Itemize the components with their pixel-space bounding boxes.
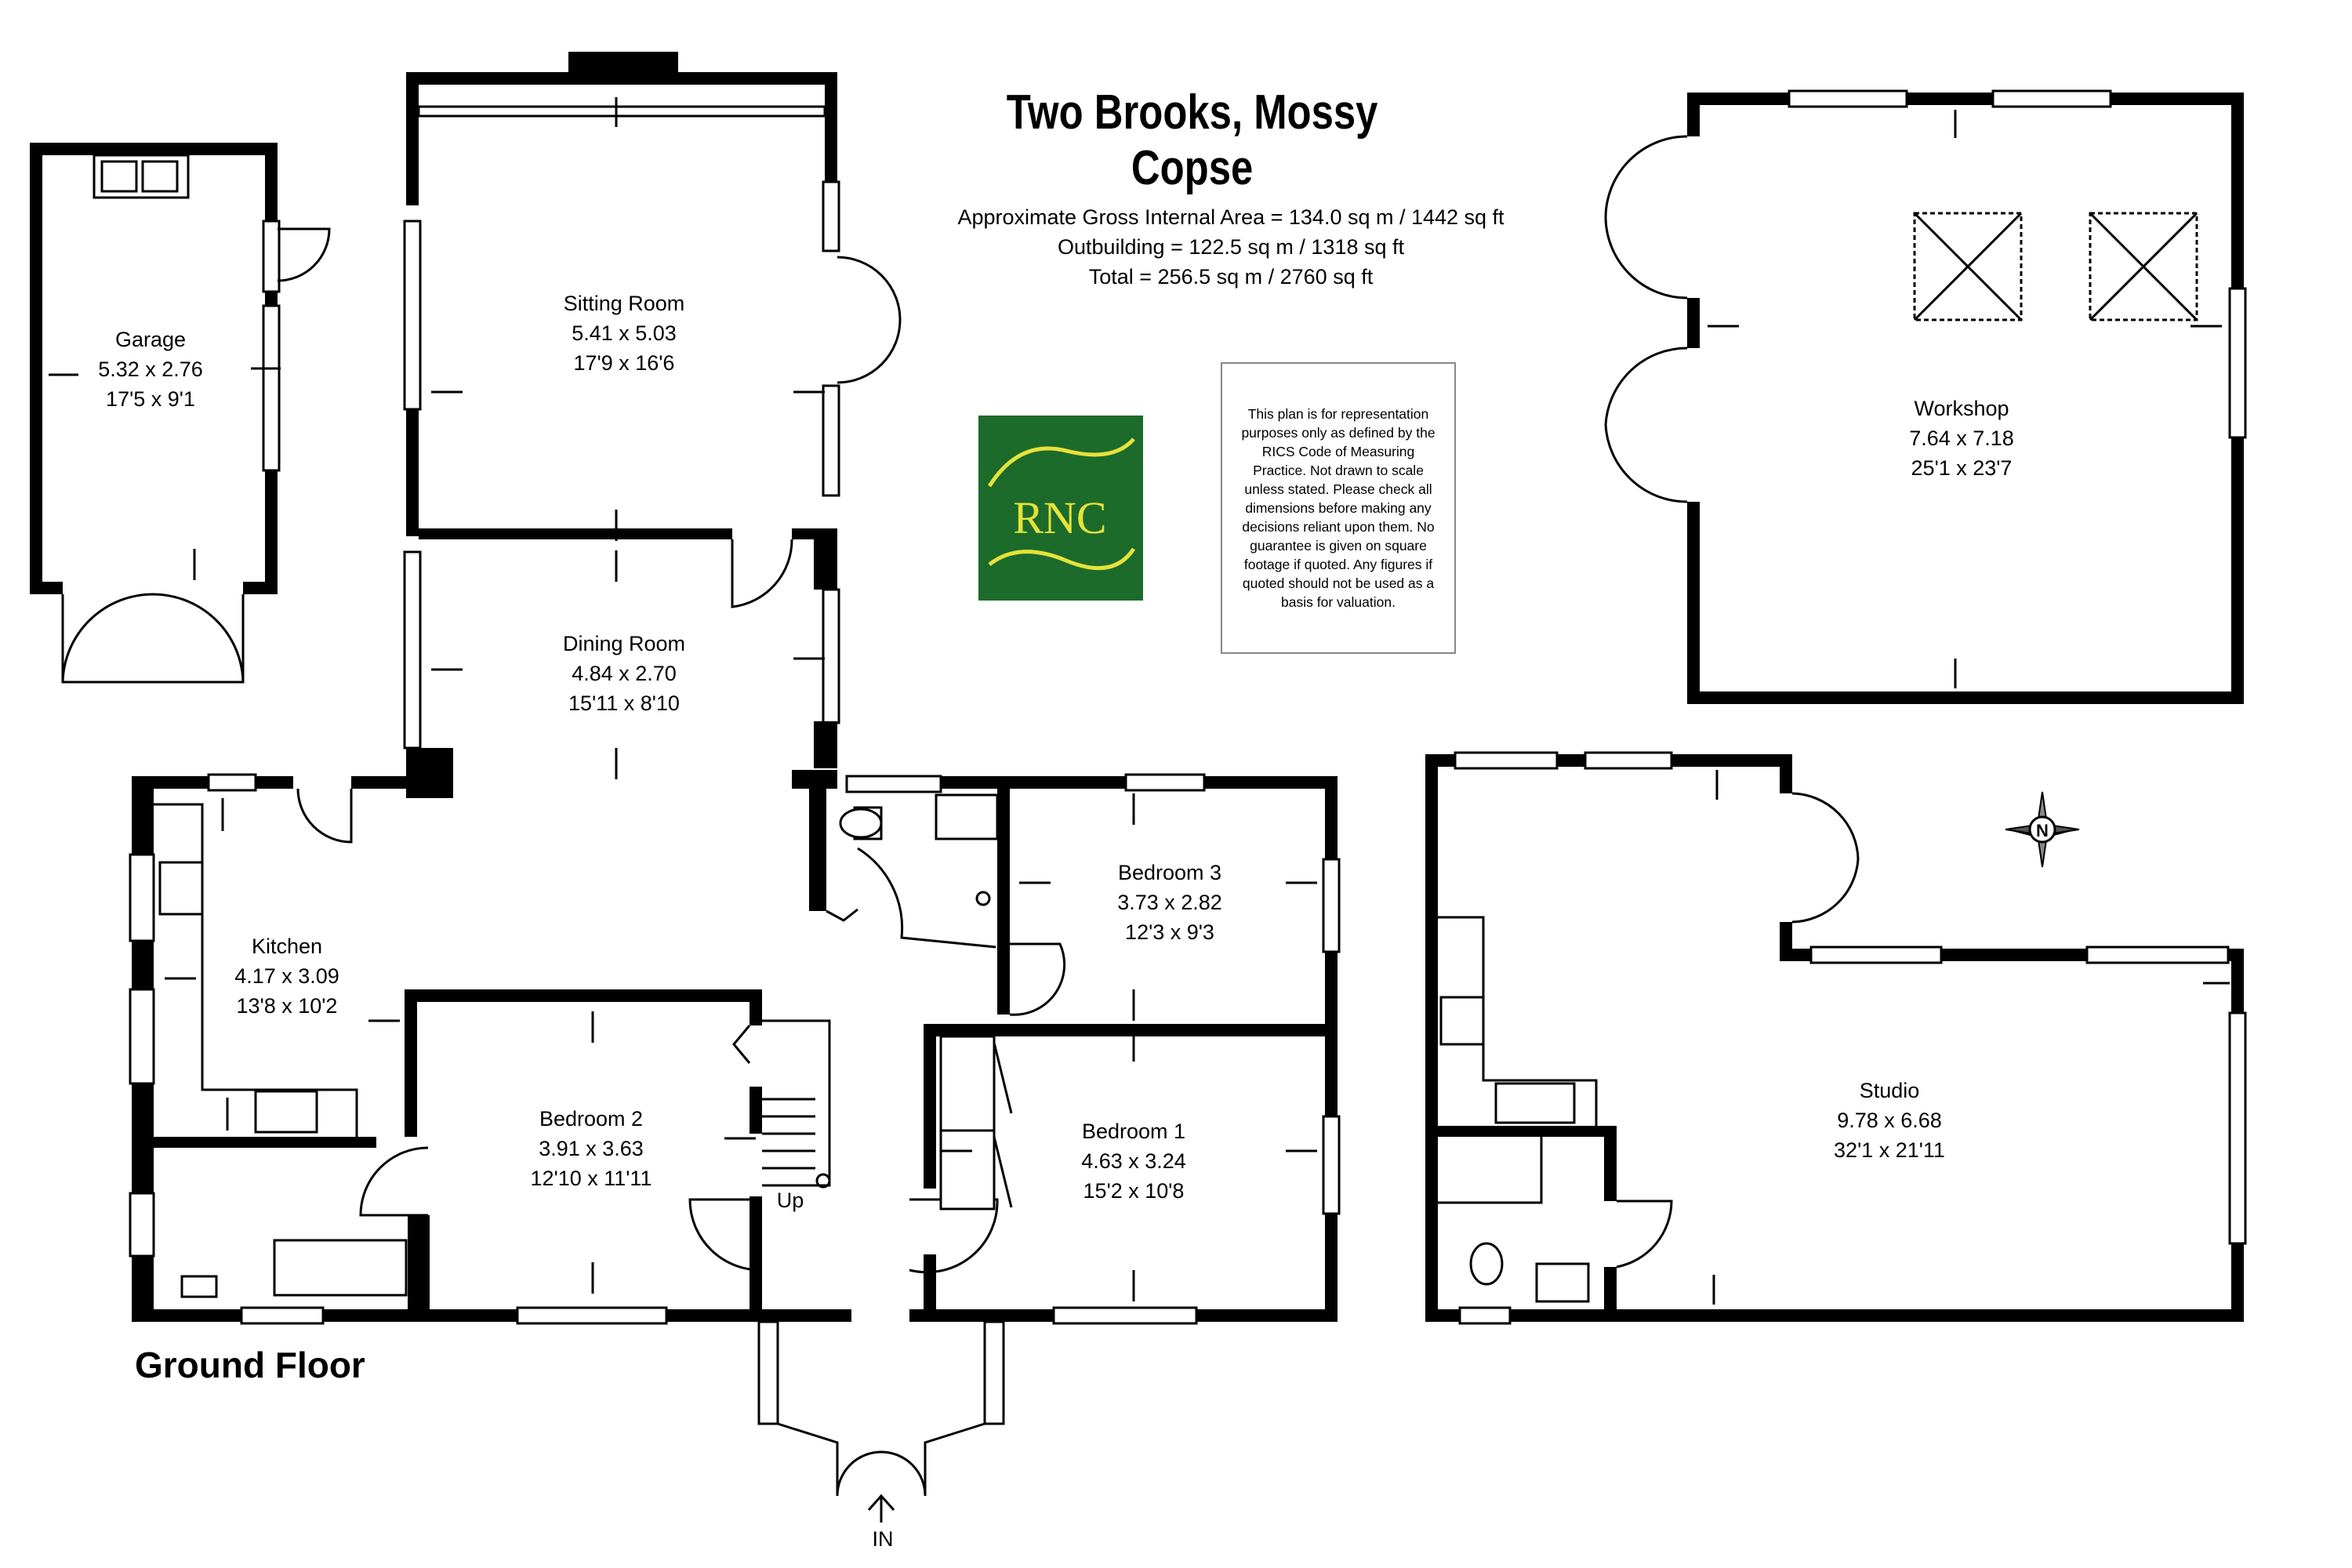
stairs-up-label: Up xyxy=(777,1189,804,1212)
bedroom1-imperial: 15'2 x 10'8 xyxy=(1083,1179,1185,1203)
studio-outline xyxy=(1425,751,2247,1325)
sitting-room-metric: 5.41 x 5.03 xyxy=(572,321,677,345)
compass-rose-icon: N xyxy=(2005,791,2080,868)
dining-room-imperial: 15'11 x 8'10 xyxy=(568,691,680,715)
area-gross-internal: Approximate Gross Internal Area = 134.0 … xyxy=(957,205,1504,229)
entrance-label: IN xyxy=(873,1527,894,1551)
area-outbuilding: Outbuilding = 122.5 sq m / 1318 sq ft xyxy=(1057,235,1405,259)
studio-imperial: 32'1 x 21'11 xyxy=(1834,1138,1945,1162)
rnc-logo: RNC xyxy=(978,416,1143,601)
bedroom1-metric: 4.63 x 3.24 xyxy=(1081,1149,1186,1173)
plan-title: Two Brooks, Mossy Copse xyxy=(1006,85,1378,195)
bedroom3-name: Bedroom 3 xyxy=(1118,861,1221,884)
sitting-room-name: Sitting Room xyxy=(564,292,685,315)
sitting-room-imperial: 17'9 x 16'6 xyxy=(574,351,675,375)
bedroom3-metric: 3.73 x 2.82 xyxy=(1117,891,1222,914)
kitchen-imperial: 13'8 x 10'2 xyxy=(237,994,338,1018)
room-labels: Garage 5.32 x 2.76 17'5 x 9'1 Sitting Ro… xyxy=(98,292,2014,1551)
bedroom2-name: Bedroom 2 xyxy=(539,1107,643,1131)
bedroom1-name: Bedroom 1 xyxy=(1082,1120,1185,1143)
kitchen-name: Kitchen xyxy=(252,935,322,958)
compass-north-label: N xyxy=(2036,821,2049,840)
dining-room-name: Dining Room xyxy=(563,632,685,655)
workshop-imperial: 25'1 x 23'7 xyxy=(1911,456,2013,480)
garage-name: Garage xyxy=(115,328,186,351)
bedroom3-imperial: 12'3 x 9'3 xyxy=(1125,920,1214,944)
area-summary: Approximate Gross Internal Area = 134.0 … xyxy=(902,202,1560,292)
garage-imperial: 17'5 x 9'1 xyxy=(106,387,195,411)
bedroom2-imperial: 12'10 x 11'11 xyxy=(531,1167,652,1190)
garage-outline xyxy=(30,143,331,684)
area-total: Total = 256.5 sq m / 2760 sq ft xyxy=(1088,265,1374,289)
dining-room-metric: 4.84 x 2.70 xyxy=(572,662,677,685)
floor-label: Ground Floor xyxy=(135,1345,365,1385)
house-outline xyxy=(129,52,1341,1523)
workshop-name: Workshop xyxy=(1914,397,2009,420)
garage-metric: 5.32 x 2.76 xyxy=(98,358,203,381)
bedroom2-metric: 3.91 x 3.63 xyxy=(539,1137,644,1160)
workshop-metric: 7.64 x 7.18 xyxy=(1909,426,2014,450)
studio-name: Studio xyxy=(1860,1079,1920,1102)
disclaimer-box: This plan is for representation purposes… xyxy=(1221,362,1456,654)
dimension-arrows xyxy=(49,97,2230,1305)
workshop-outline xyxy=(1604,89,2247,704)
kitchen-metric: 4.17 x 3.09 xyxy=(234,964,339,988)
studio-metric: 9.78 x 6.68 xyxy=(1837,1109,1942,1132)
logo-text: RNC xyxy=(1013,492,1106,543)
